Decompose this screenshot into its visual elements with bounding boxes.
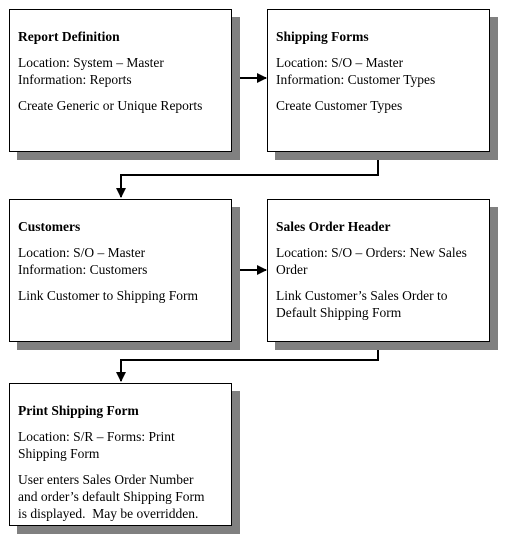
- box-location-cont: Information: Customers: [18, 262, 148, 277]
- shipping-forms-box: Shipping Forms Location: S/O – Master In…: [267, 9, 490, 152]
- report-definition-box: Report Definition Location: System – Mas…: [9, 9, 232, 152]
- customers-box: Customers Location: S/O – Master Informa…: [9, 199, 232, 342]
- arrow-sales-order-to-print: [116, 343, 379, 382]
- arrow-shipping-to-customers: [116, 152, 379, 198]
- box-location-cont: Shipping Form: [18, 446, 100, 461]
- box-title: Customers: [18, 219, 81, 234]
- box-title: Report Definition: [18, 29, 120, 44]
- box-description: Link Customer’s Sales Order to: [276, 288, 448, 303]
- box-location: Location: S/O – Master: [18, 245, 146, 260]
- print-shipping-form-box: Print Shipping Form Location: S/R – Form…: [9, 383, 232, 526]
- box-location-cont: Information: Reports: [18, 72, 132, 87]
- box-location: Location: S/R – Forms: Print: [18, 429, 175, 444]
- box-location-cont: Information: Customer Types: [276, 72, 436, 87]
- box-description: Create Generic or Unique Reports: [18, 98, 203, 113]
- box-description: Create Customer Types: [276, 98, 403, 113]
- box-location: Location: S/O – Master: [276, 55, 404, 70]
- box-description-cont: and order’s default Shipping Form: [18, 489, 205, 504]
- box-description: Link Customer to Shipping Form: [18, 288, 199, 303]
- box-location: Location: System – Master: [18, 55, 164, 70]
- box-title: Sales Order Header: [276, 219, 391, 234]
- box-description: User enters Sales Order Number: [18, 472, 194, 487]
- box-description-cont: Default Shipping Form: [276, 305, 402, 320]
- box-location: Location: S/O – Orders: New Sales: [276, 245, 467, 260]
- box-location-cont: Order: [276, 262, 308, 277]
- sales-order-header-box: Sales Order Header Location: S/O – Order…: [267, 199, 490, 342]
- box-title: Shipping Forms: [276, 29, 369, 44]
- box-description-cont2: is displayed. May be overridden.: [18, 506, 199, 521]
- box-title: Print Shipping Form: [18, 403, 139, 418]
